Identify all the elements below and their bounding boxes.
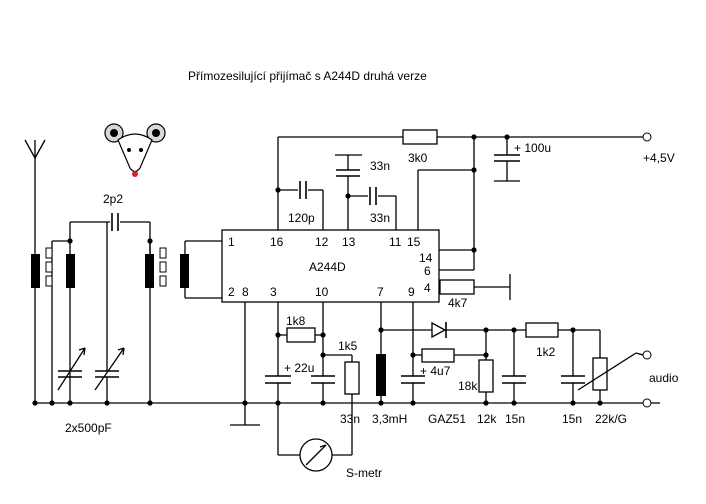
capacitor-2p2 [69, 213, 151, 254]
capacitor-100u [494, 137, 520, 182]
label-1k8: 1k8 [286, 314, 306, 328]
label-audio: audio [649, 371, 679, 385]
capacitor-33n-bottom [311, 375, 335, 403]
label-22u: + 22u [284, 361, 314, 375]
resistor-4k7 [439, 279, 475, 295]
resistor-18k [421, 348, 455, 363]
audio-terminal-bottom [642, 398, 652, 408]
rf-transformer [145, 247, 189, 288]
resistor-1k2 [525, 322, 559, 338]
label-3-3mh: 3,3mH [372, 412, 407, 426]
inductor-3-3mh [376, 354, 386, 396]
pin-3: 3 [270, 285, 277, 299]
diode-gaz51 [431, 321, 447, 339]
pin-8: 8 [242, 285, 249, 299]
ic-a244d-body [221, 229, 440, 303]
pin-9: 9 [408, 285, 415, 299]
label-1k2: 1k2 [536, 345, 556, 359]
resistor-1k5 [344, 355, 360, 455]
pin-10: 10 [315, 285, 329, 299]
label-3k0: 3k0 [408, 151, 428, 165]
resistor-12k [478, 359, 494, 393]
pin-1: 1 [228, 235, 235, 249]
capacitor-15n-a [502, 375, 526, 403]
label-100u: + 100u [514, 141, 551, 155]
potentiometer-22k [577, 352, 637, 391]
label-22k-g: 22k/G [595, 412, 627, 426]
mouse-icon [104, 123, 166, 177]
s-meter-icon [299, 438, 333, 472]
capacitor-33n-top [335, 154, 362, 230]
pin-15: 15 [407, 235, 421, 249]
capacitor-4u7 [401, 375, 425, 403]
label-33n-bottom: 33n [340, 412, 360, 426]
label-12k: 12k [477, 412, 497, 426]
label-4u7: + 4u7 [420, 364, 451, 378]
pin-11: 11 [389, 235, 402, 249]
label-33n-mid: 33n [370, 211, 390, 225]
capacitor-33n-mid [345, 187, 397, 230]
label-2p2: 2p2 [103, 192, 123, 206]
pin-16: 16 [270, 235, 284, 249]
tuning-capacitor-b [94, 347, 125, 391]
pin-13: 13 [342, 235, 356, 249]
supply-terminal [642, 132, 652, 142]
capacitor-15n-b [561, 375, 585, 403]
antenna-coil [31, 247, 75, 288]
pin-6: 6 [424, 264, 431, 278]
resistor-3k0 [402, 129, 438, 145]
ic-name: A244D [309, 260, 346, 274]
pin-12: 12 [315, 235, 329, 249]
schematic-title: Přímozesilující přijímač s A244D druhá v… [188, 69, 427, 83]
pin-14: 14 [419, 251, 433, 265]
label-s-metr: S-metr [346, 466, 382, 480]
audio-terminal-top [642, 350, 652, 360]
label-15n-b: 15n [562, 412, 582, 426]
capacitor-22u [265, 375, 291, 455]
label-1k5: 1k5 [338, 339, 358, 353]
pin-4: 4 [424, 281, 431, 295]
pin-7: 7 [377, 285, 384, 299]
label-2x500pf: 2x500pF [65, 421, 112, 435]
pin-2: 2 [228, 285, 235, 299]
label-supply: +4,5V [643, 151, 675, 165]
resistor-1k8 [278, 327, 323, 343]
label-120p: 120p [288, 211, 315, 225]
label-18k: 18k [458, 379, 478, 393]
label-15n-a: 15n [505, 412, 525, 426]
capacitor-120p [275, 181, 324, 230]
label-4k7: 4k7 [448, 296, 468, 310]
label-gaz51: GAZ51 [428, 412, 466, 426]
label-33n-top: 33n [370, 159, 390, 173]
tuning-capacitor-a [57, 347, 86, 391]
